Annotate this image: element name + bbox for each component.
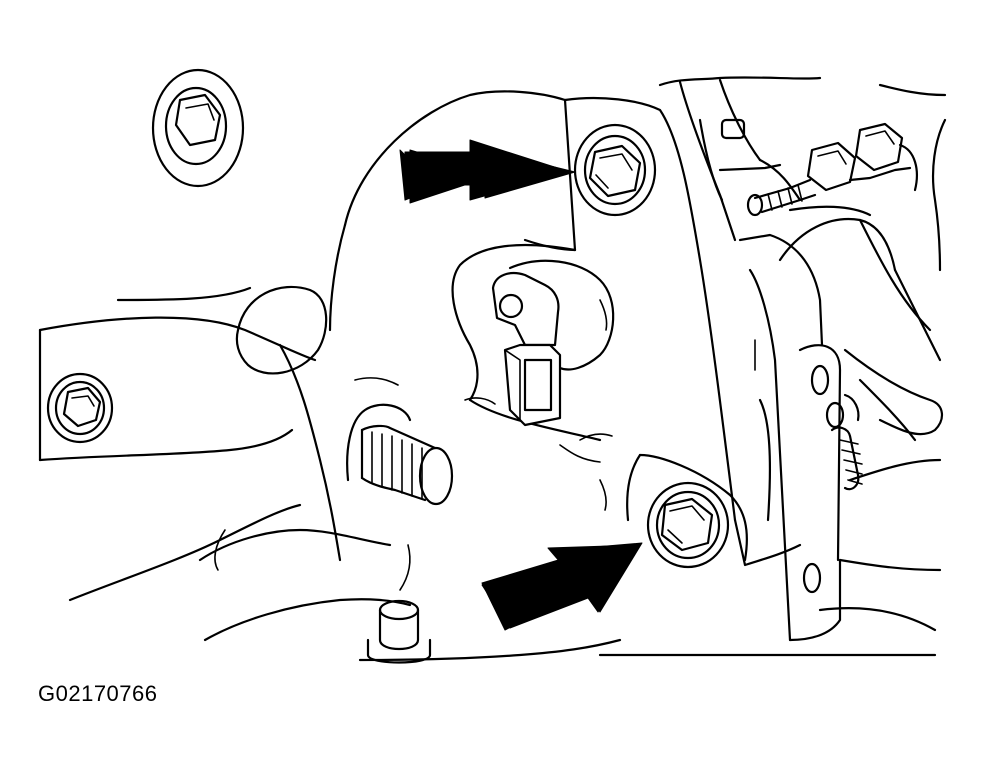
left-arm-bolt: [46, 372, 114, 444]
bottom-post: [366, 599, 432, 664]
sensor-assembly: [491, 259, 615, 427]
bracket-oval-hole: [235, 285, 328, 375]
figure-code: G02170766: [38, 681, 158, 706]
upper-mounting-bolt-arrow: [399, 139, 576, 204]
threaded-stud: [346, 403, 454, 506]
right-bracket: [678, 78, 842, 642]
right-cover: [778, 205, 943, 442]
top-left-bolt: [151, 68, 245, 188]
upper-mounting-bolt: [573, 123, 657, 217]
lower-mounting-bolt-arrow: [481, 542, 643, 631]
top-right-bolts: [746, 122, 918, 217]
clip-pin: [825, 393, 863, 491]
lower-mounting-bolt: [646, 481, 730, 569]
housing-outline: [38, 76, 947, 662]
